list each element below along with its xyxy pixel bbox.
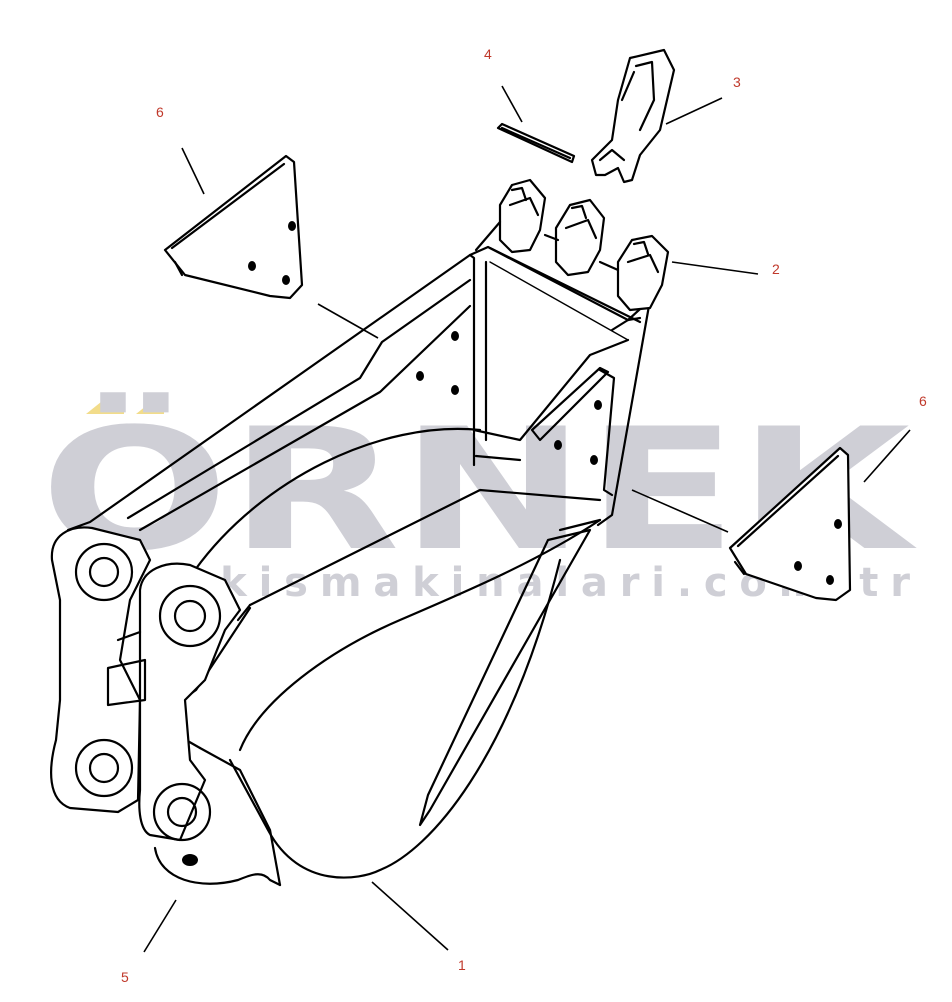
teeth-adapters — [474, 178, 670, 312]
callout-4: 4 — [484, 46, 492, 62]
bucket-body — [66, 245, 652, 887]
leader-1 — [371, 881, 449, 951]
leader-2 — [671, 261, 759, 275]
pin-bosses — [50, 526, 282, 887]
leader-5 — [143, 899, 177, 953]
leader-6a-part — [317, 303, 379, 339]
leader-6b — [863, 429, 911, 483]
side-cutter-right — [728, 446, 852, 602]
leader-lines — [143, 85, 911, 953]
callout-6-left: 6 — [156, 104, 164, 120]
callout-1: 1 — [458, 957, 466, 973]
side-cutter-left — [163, 154, 304, 300]
leader-3 — [665, 97, 723, 125]
callout-3: 3 — [733, 74, 741, 90]
callout-2: 2 — [772, 261, 780, 277]
tooth-tip — [590, 48, 676, 184]
callout-5: 5 — [121, 969, 129, 985]
leader-6b-part — [631, 489, 729, 533]
callout-labels: 1 2 3 4 5 6 6 — [121, 46, 927, 985]
leader-4 — [501, 85, 523, 123]
retaining-pin — [496, 122, 576, 164]
watermark-accent-left — [86, 398, 124, 414]
leader-6a — [181, 147, 205, 195]
watermark-accent-right — [136, 398, 164, 414]
callout-6-right: 6 — [919, 393, 927, 409]
